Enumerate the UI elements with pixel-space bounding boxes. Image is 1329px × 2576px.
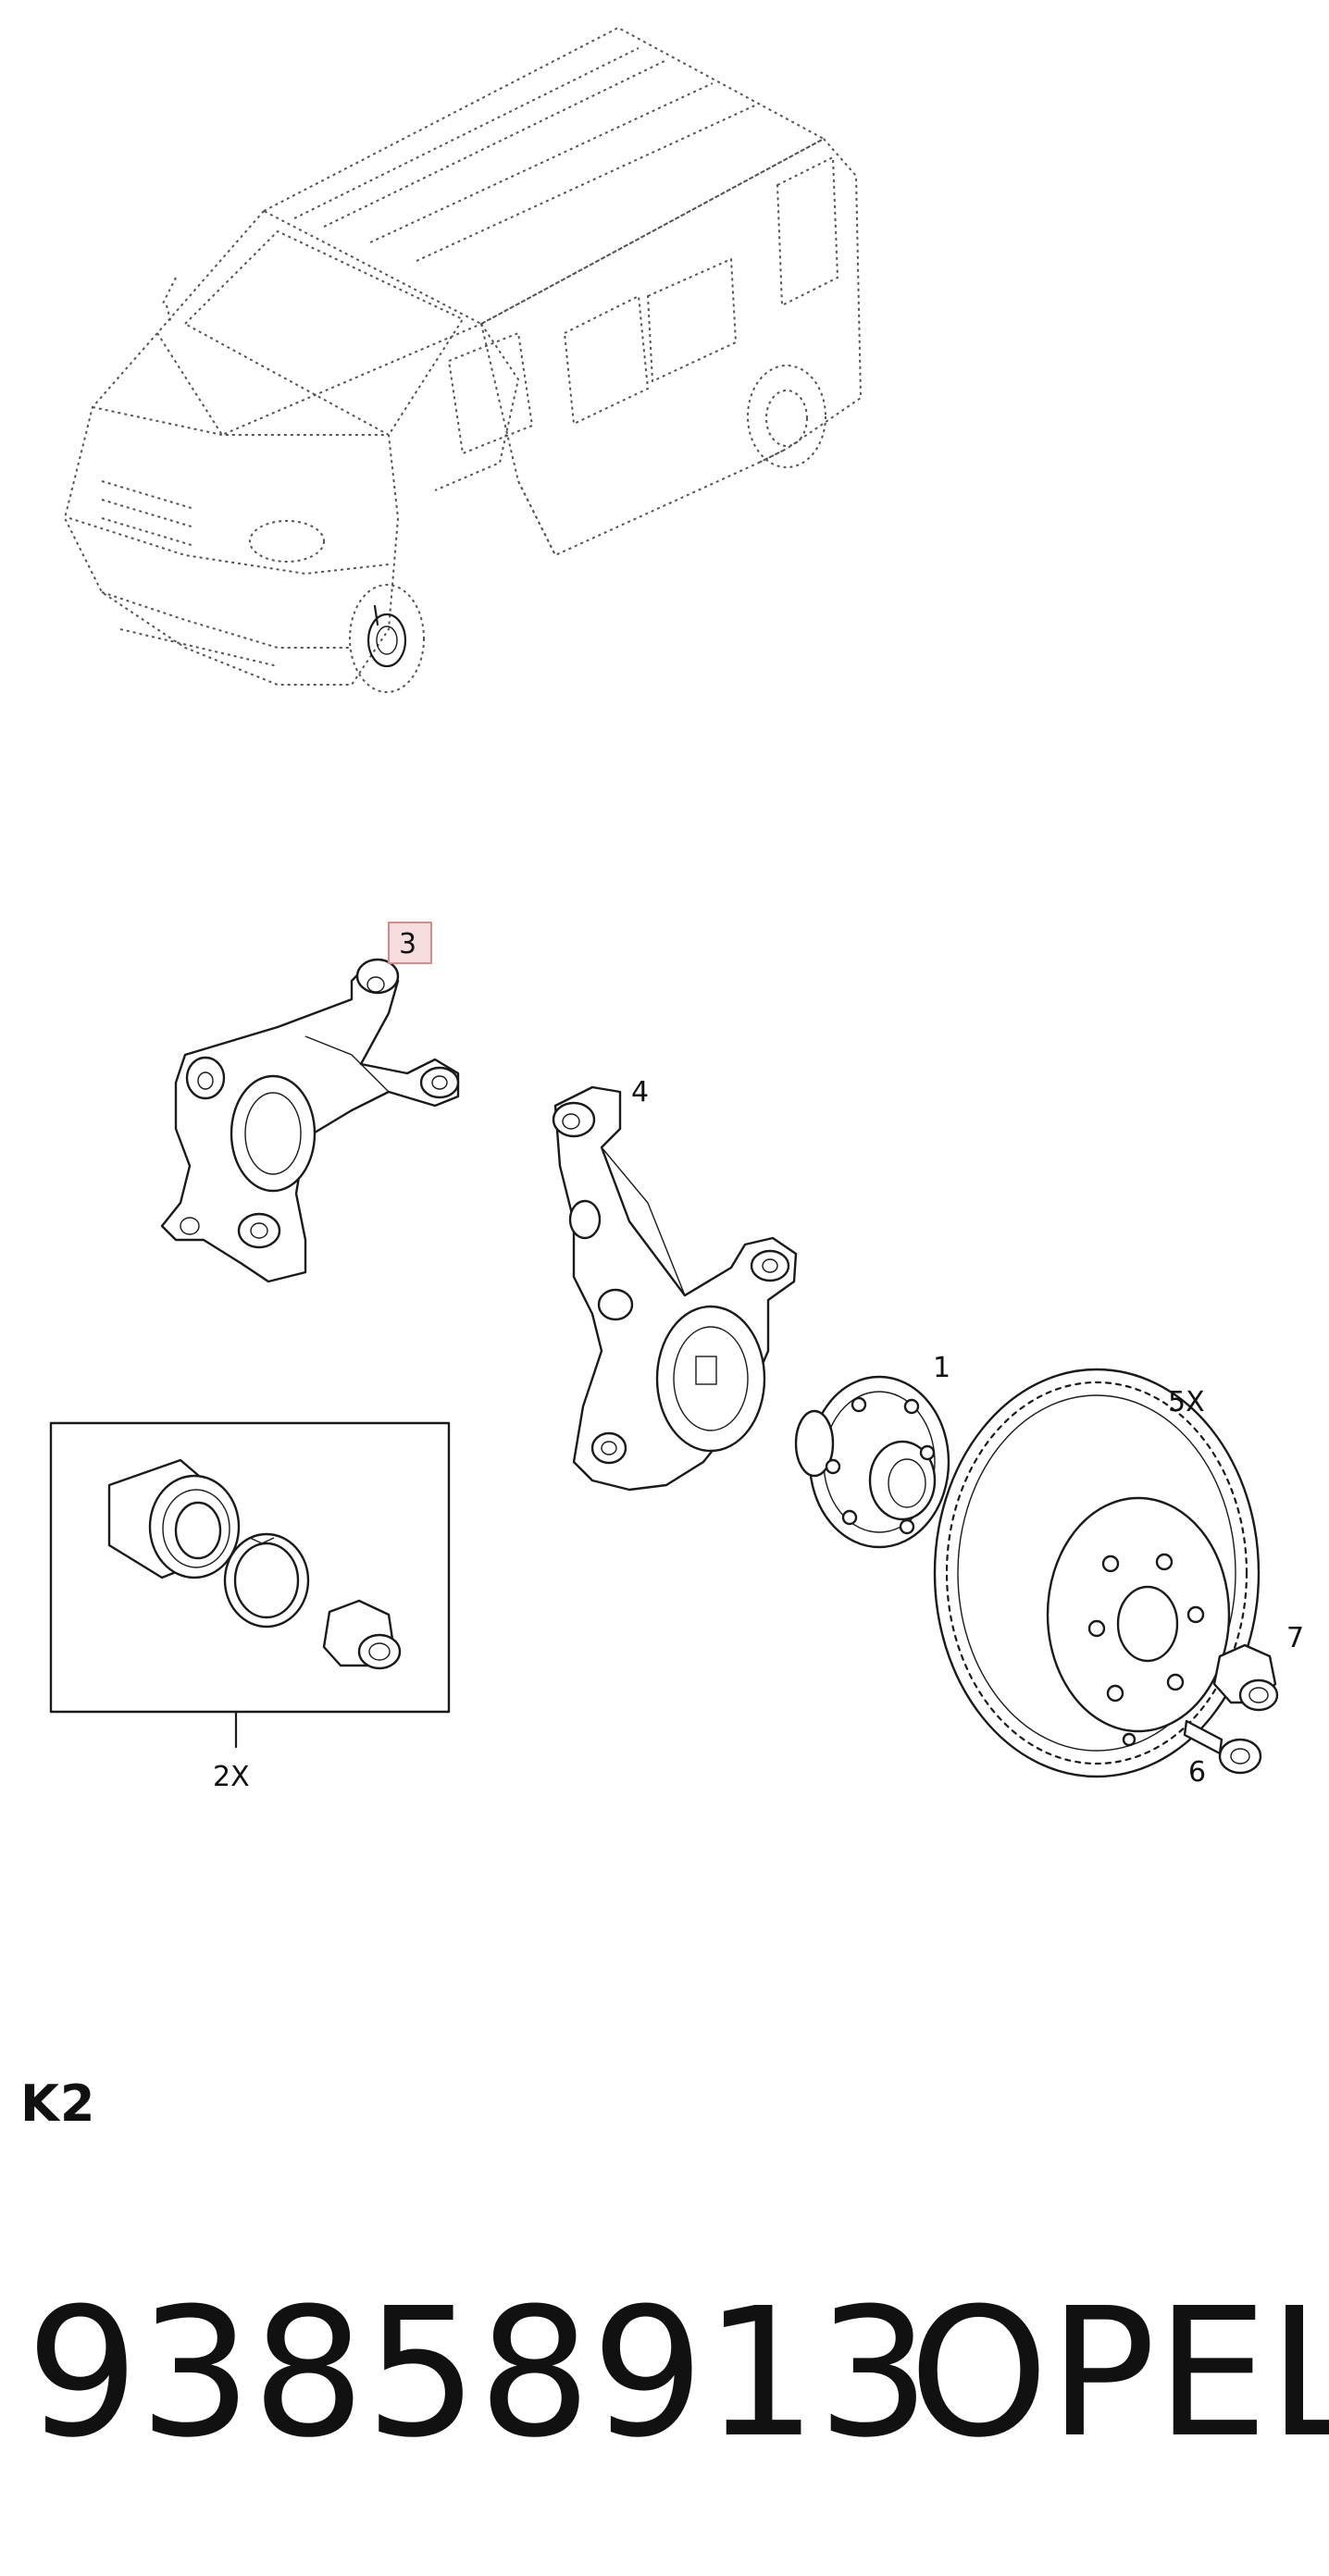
wheel-nut	[1212, 1643, 1279, 1712]
van-illustration	[64, 27, 862, 693]
brand-name: OPEL	[909, 2271, 1329, 2477]
callout-3-highlight	[388, 922, 432, 964]
brake-disc	[933, 1368, 1261, 1778]
callout-2x[interactable]: 2X	[213, 1761, 250, 1793]
steering-knuckle-left	[160, 958, 460, 1283]
callout-4[interactable]: 4	[631, 1076, 649, 1108]
part-number: 93858913	[26, 2271, 931, 2477]
steering-knuckle-right	[552, 1085, 798, 1492]
wheel-hub	[794, 1375, 950, 1549]
wheel-bearing-kit	[49, 1421, 451, 1749]
callout-1[interactable]: 1	[933, 1352, 950, 1384]
callout-7[interactable]: 7	[1286, 1622, 1304, 1654]
disc-screw	[1183, 1719, 1262, 1775]
callout-5x[interactable]: 5X	[1168, 1386, 1205, 1418]
callout-6[interactable]: 6	[1188, 1756, 1206, 1789]
callout-3[interactable]: 3	[399, 928, 416, 960]
section-code: K2	[20, 2074, 96, 2133]
